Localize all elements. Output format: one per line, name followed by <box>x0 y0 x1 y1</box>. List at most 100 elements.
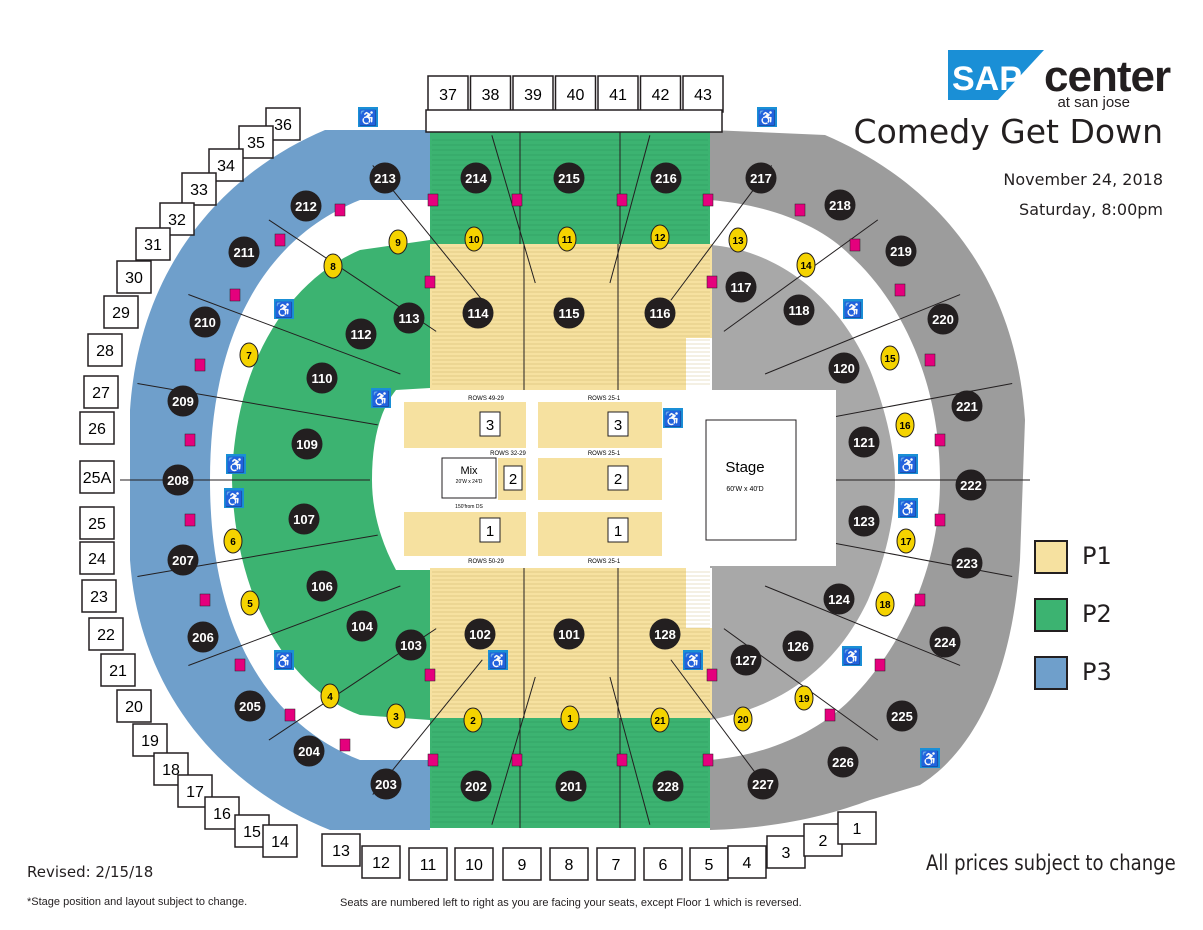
suite-6[interactable] <box>643 847 683 881</box>
suite-39[interactable] <box>512 75 554 113</box>
suite-30[interactable] <box>116 260 152 294</box>
section-209[interactable] <box>167 385 199 417</box>
section-218[interactable] <box>824 189 856 221</box>
suite-32[interactable] <box>159 202 195 236</box>
suite-26[interactable] <box>79 411 115 445</box>
section-126[interactable] <box>782 630 814 662</box>
suite-22[interactable] <box>88 617 124 651</box>
section-103[interactable] <box>395 629 427 661</box>
suite-21[interactable] <box>100 653 136 687</box>
section-207[interactable] <box>167 544 199 576</box>
suite-11[interactable] <box>408 847 448 881</box>
section-221[interactable] <box>951 390 983 422</box>
suite-33[interactable] <box>181 172 217 206</box>
section-225[interactable] <box>886 700 918 732</box>
suite-2[interactable] <box>803 823 843 857</box>
section-212[interactable] <box>290 190 322 222</box>
section-109[interactable] <box>291 428 323 460</box>
suite-37[interactable] <box>427 75 469 113</box>
section-223[interactable] <box>951 547 983 579</box>
section-116[interactable] <box>644 297 676 329</box>
suite-number: 6 <box>659 857 668 874</box>
section-104[interactable] <box>346 610 378 642</box>
section-203[interactable] <box>370 768 402 800</box>
suite-28[interactable] <box>87 333 123 367</box>
suite-25[interactable] <box>79 506 115 540</box>
suite-31[interactable] <box>135 227 171 261</box>
section-213[interactable] <box>369 162 401 194</box>
suite-10[interactable] <box>454 847 494 881</box>
section-102[interactable] <box>464 618 496 650</box>
section-117[interactable] <box>725 271 757 303</box>
suite-27[interactable] <box>83 375 119 409</box>
suite-25A[interactable] <box>79 460 115 494</box>
suite-38[interactable] <box>469 75 512 113</box>
section-112[interactable] <box>345 318 377 350</box>
section-114[interactable] <box>462 297 494 329</box>
suite-14[interactable] <box>262 824 298 858</box>
section-115[interactable] <box>553 297 585 329</box>
suite-5[interactable] <box>689 847 729 881</box>
section-224[interactable] <box>929 626 961 658</box>
section-number: 128 <box>654 627 676 642</box>
suite-24[interactable] <box>79 541 115 575</box>
suite-1[interactable] <box>837 811 877 845</box>
suite-7[interactable] <box>596 847 636 881</box>
section-124[interactable] <box>823 583 855 615</box>
section-123[interactable] <box>848 505 880 537</box>
section-219[interactable] <box>885 235 917 267</box>
floor-section-3-right[interactable] <box>538 402 662 448</box>
section-202[interactable] <box>460 770 492 802</box>
suite-20[interactable] <box>116 689 152 723</box>
section-121[interactable] <box>848 426 880 458</box>
section-227[interactable] <box>747 768 779 800</box>
portal-14 <box>796 252 816 278</box>
section-110[interactable] <box>306 362 338 394</box>
section-113[interactable] <box>393 302 425 334</box>
section-228[interactable] <box>652 770 684 802</box>
section-101[interactable] <box>553 618 585 650</box>
suite-12[interactable] <box>361 845 401 879</box>
section-number: 226 <box>832 755 854 770</box>
mix-label: Mix <box>460 465 478 477</box>
section-211[interactable] <box>228 236 260 268</box>
section-201[interactable] <box>555 770 587 802</box>
suite-41[interactable] <box>597 75 639 113</box>
suite-16[interactable] <box>204 796 240 830</box>
section-128[interactable] <box>649 618 681 650</box>
section-222[interactable] <box>955 469 987 501</box>
section-118[interactable] <box>783 294 815 326</box>
floor-section-3-left[interactable] <box>404 402 526 448</box>
floor-section-2-right[interactable] <box>538 458 662 500</box>
suite-19[interactable] <box>132 723 168 757</box>
floor-section-1-left[interactable] <box>404 512 526 556</box>
section-217[interactable] <box>745 162 777 194</box>
section-220[interactable] <box>927 303 959 335</box>
section-206[interactable] <box>187 621 219 653</box>
section-215[interactable] <box>553 162 585 194</box>
suite-23[interactable] <box>81 579 117 613</box>
section-216[interactable] <box>650 162 682 194</box>
wheelchair-icon <box>920 748 940 768</box>
suite-9[interactable] <box>502 847 542 881</box>
suite-42[interactable] <box>639 75 682 113</box>
section-107[interactable] <box>288 503 320 535</box>
floor-section-1-right[interactable] <box>538 512 662 556</box>
suite-13[interactable] <box>321 833 361 867</box>
suite-number: 21 <box>109 663 127 680</box>
section-204[interactable] <box>293 735 325 767</box>
section-214[interactable] <box>460 162 492 194</box>
logo-subtitle: at san jose <box>1057 94 1130 111</box>
section-210[interactable] <box>189 306 221 338</box>
section-205[interactable] <box>234 690 266 722</box>
section-226[interactable] <box>827 746 859 778</box>
suite-29[interactable] <box>103 295 139 329</box>
section-127[interactable] <box>730 644 762 676</box>
section-120[interactable] <box>828 352 860 384</box>
suite-35[interactable] <box>238 125 274 159</box>
suite-4[interactable] <box>727 845 767 879</box>
section-208[interactable] <box>162 464 194 496</box>
suite-40[interactable] <box>554 75 597 113</box>
section-106[interactable] <box>306 570 338 602</box>
suite-8[interactable] <box>549 847 589 881</box>
